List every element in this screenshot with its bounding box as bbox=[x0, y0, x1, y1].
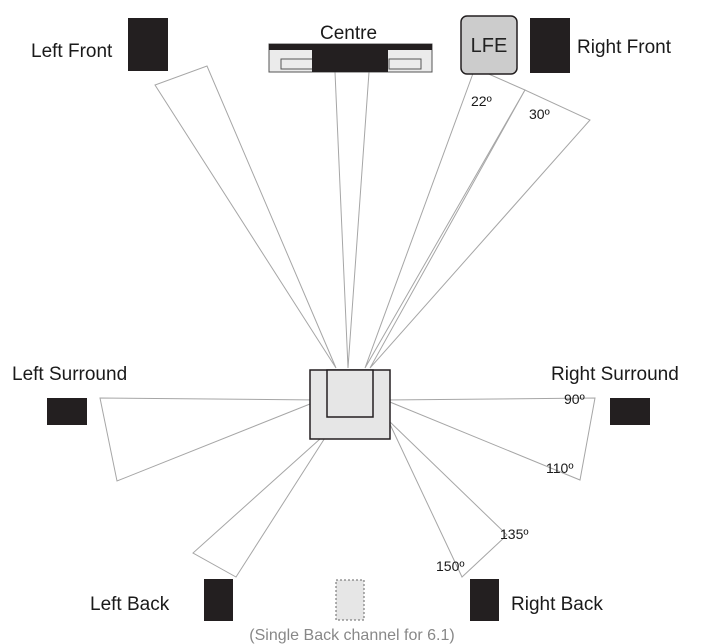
left-front-speaker bbox=[128, 18, 168, 71]
left-back-speaker bbox=[204, 579, 233, 621]
angle-90: 90º bbox=[564, 391, 585, 407]
lfe-label: LFE bbox=[471, 35, 508, 57]
listener bbox=[309, 369, 391, 440]
wedge-left-surround bbox=[99, 397, 321, 482]
label-left-surround: Left Surround bbox=[12, 364, 127, 385]
label-left-back: Left Back bbox=[90, 594, 170, 615]
right-front-speaker bbox=[530, 18, 570, 73]
angle-30: 30º bbox=[529, 106, 550, 122]
wedge-right-front-22 bbox=[364, 67, 526, 369]
single-back-placeholder bbox=[335, 579, 365, 621]
angle-wedges bbox=[99, 65, 596, 578]
label-right-front: Right Front bbox=[577, 37, 672, 58]
listener-seat bbox=[326, 369, 374, 418]
wedge-centre bbox=[334, 71, 370, 369]
wedge-right-surround bbox=[384, 397, 596, 481]
centre-speaker bbox=[268, 43, 433, 73]
angle-22: 22º bbox=[471, 93, 492, 109]
angle-150: 150º bbox=[436, 558, 464, 574]
lfe-subwoofer: LFE bbox=[460, 15, 518, 75]
single-back-note: (Single Back channel for 6.1) bbox=[249, 627, 454, 644]
label-right-surround: Right Surround bbox=[551, 364, 679, 385]
right-surround-speaker bbox=[610, 398, 650, 425]
label-left-front: Left Front bbox=[31, 41, 113, 62]
wedge-left-front bbox=[154, 65, 337, 369]
left-surround-speaker bbox=[47, 398, 87, 425]
wedge-left-back bbox=[192, 429, 331, 578]
wedge-right-back bbox=[387, 419, 508, 578]
angle-135: 135º bbox=[500, 526, 528, 542]
right-back-speaker bbox=[470, 579, 499, 621]
label-centre: Centre bbox=[320, 23, 377, 44]
label-right-back: Right Back bbox=[511, 594, 603, 615]
angle-110: 110º bbox=[546, 460, 573, 476]
wedge-right-front-30 bbox=[369, 89, 591, 369]
